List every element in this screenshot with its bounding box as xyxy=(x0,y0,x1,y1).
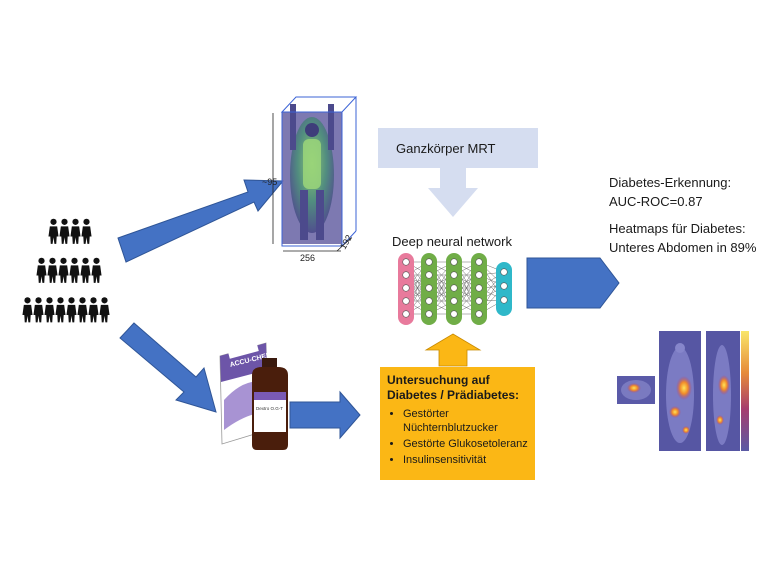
network-node xyxy=(450,271,458,279)
heatmap-value: Unteres Abdomen in 89% xyxy=(609,240,757,255)
network-node xyxy=(450,284,458,292)
neural-network-icon xyxy=(398,253,512,325)
network-node xyxy=(402,310,410,318)
examination-item: Insulinsensitivität xyxy=(403,453,529,467)
arrow-to-examination xyxy=(289,390,361,440)
examination-list: Gestörter Nüchternblutzucker Gestörte Gl… xyxy=(387,407,529,467)
examination-item-text: Gestörte Glukosetoleranz xyxy=(403,438,528,450)
network-node xyxy=(425,297,433,305)
detection-value: AUC-ROC=0.87 xyxy=(609,194,703,209)
mri-label-box: Ganzkörper MRT xyxy=(378,128,538,168)
examination-box: Untersuchung auf Diabetes / Prädiabetes:… xyxy=(380,367,535,480)
mri-label: Ganzkörper MRT xyxy=(396,140,496,156)
examination-title-1: Untersuchung auf xyxy=(387,373,490,387)
people-crowd-icon xyxy=(22,218,110,323)
network-node xyxy=(475,258,483,266)
heatmap-title: Heatmaps für Diabetes: xyxy=(609,221,746,236)
network-node xyxy=(450,297,458,305)
network-node xyxy=(402,284,410,292)
network-node xyxy=(425,258,433,266)
arrow-mri-down xyxy=(428,168,478,217)
network-node xyxy=(500,296,508,304)
arrow-exam-up xyxy=(424,333,482,367)
network-node xyxy=(425,271,433,279)
test-kit-icon: ACCU-CHEK Dextro O.G-T xyxy=(219,341,288,450)
detection-title: Diabetes-Erkennung: xyxy=(609,175,732,190)
network-node xyxy=(402,297,410,305)
network-node xyxy=(402,258,410,266)
network-node xyxy=(402,271,410,279)
heatmap-icon xyxy=(617,331,749,451)
test-kit-label: Dextro O.G-T xyxy=(256,406,283,411)
network-node xyxy=(475,310,483,318)
network-node xyxy=(450,310,458,318)
network-label: Deep neural network xyxy=(392,234,512,249)
examination-item: Gestörte Glukosetoleranz xyxy=(403,437,529,451)
examination-item: Gestörter Nüchternblutzucker xyxy=(403,407,529,435)
arrow-to-mri xyxy=(117,179,285,263)
arrow-to-test-kit xyxy=(119,322,217,413)
arrow-to-results xyxy=(526,257,620,309)
network-node xyxy=(450,258,458,266)
network-node xyxy=(500,268,508,276)
network-node xyxy=(500,282,508,290)
examination-title-2: Diabetes / Prädiabetes: xyxy=(387,388,520,402)
examination-item-text: Insulinsensitivität xyxy=(403,454,487,466)
network-node xyxy=(475,284,483,292)
network-node xyxy=(425,310,433,318)
examination-item-text: Nüchternblutzucker xyxy=(403,422,498,434)
dimension-height: ~95 xyxy=(262,177,278,187)
network-node xyxy=(475,297,483,305)
network-node xyxy=(425,284,433,292)
examination-item-text: Gestörter xyxy=(403,408,449,420)
network-node xyxy=(475,271,483,279)
body-scan-icon xyxy=(272,96,358,252)
dimension-width: 256 xyxy=(300,253,316,263)
